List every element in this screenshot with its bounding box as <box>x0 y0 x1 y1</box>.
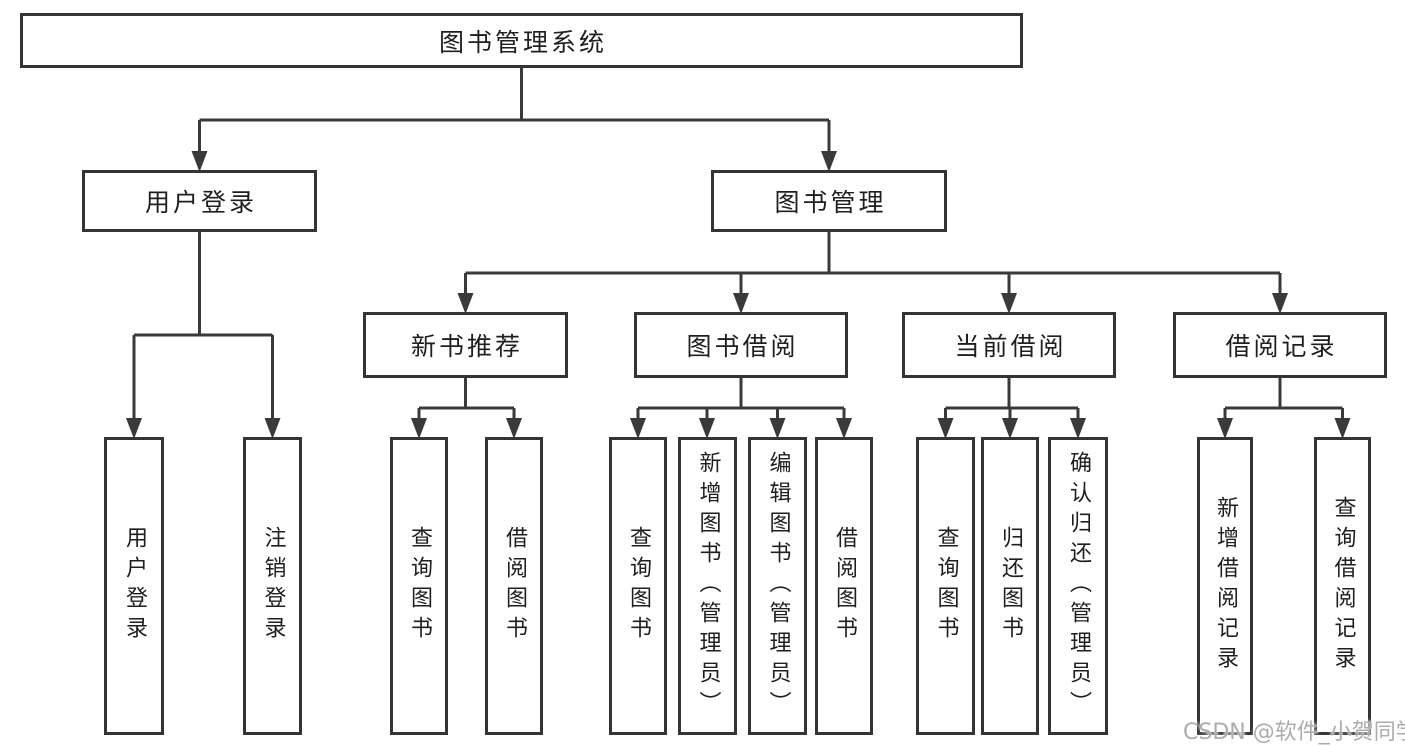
watermark-text: CSDN @软件_小贺同学 <box>1183 720 1405 745</box>
leaf-recommend-query-books: 查询图书 <box>390 437 448 735</box>
node-book-borrowing: 图书借阅 <box>634 312 848 378</box>
leaf-logout: 注销登录 <box>243 437 302 735</box>
node-label: 新增借阅记录 <box>1213 496 1238 676</box>
leaf-query-borrow-record: 查询借阅记录 <box>1314 437 1371 735</box>
node-label: 查询图书 <box>626 526 651 646</box>
node-label: 图书管理 <box>774 188 887 217</box>
node-label: 查询借阅记录 <box>1330 496 1356 676</box>
node-label: 用户登录 <box>122 526 147 646</box>
leaf-add-borrow-record: 新增借阅记录 <box>1197 437 1253 735</box>
node-label: 编辑图书（管理员） <box>765 451 791 721</box>
leaf-return-books: 归还图书 <box>981 437 1039 735</box>
node-user-login: 用户登录 <box>82 170 317 232</box>
node-borrowing-records: 借阅记录 <box>1173 312 1387 378</box>
node-label: 查询图书 <box>407 526 432 646</box>
node-label: 图书管理系统 <box>438 27 607 57</box>
leaf-borrow-books: 借阅图书 <box>815 437 873 735</box>
node-label: 借阅记录 <box>1225 332 1338 361</box>
leaf-edit-books-admin: 编辑图书（管理员） <box>748 437 807 735</box>
node-label: 图书借阅 <box>686 332 799 361</box>
node-book-management: 图书管理 <box>711 170 947 232</box>
leaf-borrow-query-books: 查询图书 <box>609 437 667 735</box>
leaf-add-books-admin: 新增图书（管理员） <box>678 437 737 735</box>
leaf-confirm-return-admin: 确认归还（管理员） <box>1048 437 1108 735</box>
leaf-user-login: 用户登录 <box>104 437 164 735</box>
node-label: 新增图书（管理员） <box>695 451 721 721</box>
arrowheads <box>126 151 1351 439</box>
node-label: 用户登录 <box>144 188 257 217</box>
node-new-book-recommendation: 新书推荐 <box>363 312 568 378</box>
node-label: 确认归还（管理员） <box>1066 451 1091 721</box>
node-label: 注销登录 <box>260 526 286 646</box>
node-label: 新书推荐 <box>410 332 523 361</box>
node-current-borrowing: 当前借阅 <box>902 312 1116 378</box>
node-library-management-system: 图书管理系统 <box>20 13 1023 68</box>
node-label: 归还图书 <box>998 526 1023 646</box>
node-label: 借阅图书 <box>502 526 527 646</box>
node-label: 查询图书 <box>933 526 959 646</box>
leaf-current-query-books: 查询图书 <box>916 437 975 735</box>
node-label: 借阅图书 <box>832 526 857 646</box>
leaf-recommend-borrow-books: 借阅图书 <box>485 437 543 735</box>
node-label: 当前借阅 <box>954 332 1067 361</box>
